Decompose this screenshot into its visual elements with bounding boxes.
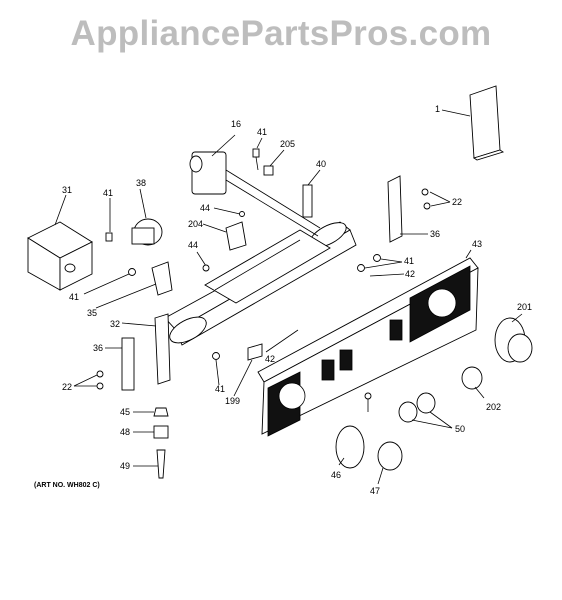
callout-205: 205: [280, 139, 295, 149]
callout-42-mid: 42: [265, 354, 275, 364]
part-44-screw-b: [196, 251, 210, 272]
callout-41-lower-left: 41: [69, 292, 79, 302]
callout-199: 199: [225, 396, 240, 406]
art-number-label: (ART NO. WH802 C): [34, 482, 100, 489]
part-42-screw-mid: [265, 329, 299, 353]
part-41-screw-lower: [83, 268, 136, 295]
part-50-knobs: [398, 392, 453, 429]
callout-202: 202: [486, 402, 501, 412]
part-204-bracket: [202, 221, 247, 251]
callout-45: 45: [120, 407, 130, 417]
callout-40: 40: [316, 159, 326, 169]
backsplash-frame: [164, 221, 357, 346]
callout-43: 43: [472, 239, 482, 249]
callout-36-right: 36: [430, 229, 440, 239]
callout-38: 38: [136, 178, 146, 188]
callout-47: 47: [370, 486, 380, 496]
part-panel-screw: [364, 392, 372, 412]
part-49-bolt: [133, 449, 166, 479]
part-205-clip: [263, 149, 285, 176]
callout-32: 32: [110, 319, 120, 329]
callout-36-left: 36: [93, 343, 103, 353]
callout-41-bottom: 41: [215, 384, 225, 394]
part-45-nut: [133, 407, 169, 417]
part-22-screws-left: [73, 370, 104, 390]
part-41-screw-top: [252, 137, 263, 171]
part-201-knob: [494, 313, 533, 363]
part-48-spacer: [133, 425, 169, 439]
callout-48: 48: [120, 427, 130, 437]
callout-35: 35: [87, 308, 97, 318]
part-36-right-end-bracket: [387, 175, 428, 243]
callout-41-right: 41: [404, 256, 414, 266]
callout-49: 49: [120, 461, 130, 471]
part-16-timer: [189, 134, 321, 237]
part-41-42-screws-right: [357, 254, 405, 277]
part-41-screw-left: [105, 198, 113, 242]
part-36-left-end-bracket: [105, 337, 135, 391]
callout-41-left: 41: [103, 188, 113, 198]
callout-1: 1: [435, 104, 440, 114]
part-38-switch: [131, 188, 163, 246]
part-31-box: [27, 194, 93, 291]
callout-50: 50: [455, 424, 465, 434]
callout-16: 16: [231, 119, 241, 129]
callout-201: 201: [517, 302, 532, 312]
part-22-screws-right: [421, 188, 451, 210]
part-44-screw-a: [213, 207, 245, 217]
part-35-bracket: [95, 261, 173, 309]
watermark-text: AppliancePartsPros.com: [70, 14, 492, 53]
part-40-bracket: [302, 169, 321, 218]
callout-44-top: 44: [200, 203, 210, 213]
callout-41-top: 41: [257, 127, 267, 137]
part-1-booklet: [441, 85, 505, 161]
callout-44-mid: 44: [188, 240, 198, 250]
callout-204: 204: [188, 219, 203, 229]
callout-22-left: 22: [62, 382, 72, 392]
part-32-bracket: [121, 313, 171, 385]
part-43-control-panel: [257, 249, 479, 437]
part-46-knob-skirt: [335, 425, 365, 469]
callout-46: 46: [331, 470, 341, 480]
callout-42-right: 42: [405, 269, 415, 279]
part-41-screw-bottom: [212, 352, 220, 386]
part-199-clip: [233, 343, 263, 397]
callout-22-right: 22: [452, 197, 462, 207]
part-202-knob: [461, 366, 485, 399]
callout-31: 31: [62, 185, 72, 195]
part-47-knob: [377, 441, 403, 485]
